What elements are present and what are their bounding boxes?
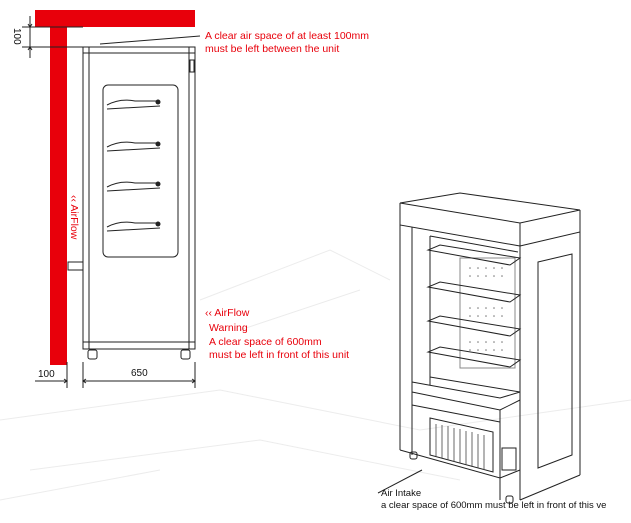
air-intake-label: Air Intake [381, 488, 422, 499]
top-note-leader [99, 35, 201, 45]
top-clearance-note-line1: A clear air space of at least 100mm [205, 30, 369, 42]
top-dimension-lines [22, 16, 83, 58]
side-airflow-label: ‹‹ AirFlow [68, 195, 80, 240]
front-clearance-note: a clear space of 600mm must be left in f… [381, 500, 607, 511]
unit-depth-dimension: 650 [131, 368, 148, 379]
warning-title: Warning [209, 322, 248, 334]
front-airflow-label: ‹‹ AirFlow [205, 307, 250, 319]
warning-line1: A clear space of 600mm [209, 336, 322, 348]
top-clearance-dimension: 100 [11, 28, 22, 45]
background-sketch [0, 249, 631, 501]
grille-slats [435, 424, 485, 470]
rear-clearance-dimension: 100 [38, 369, 55, 380]
shelf-brackets [155, 99, 161, 227]
perforation-dots [469, 267, 503, 351]
cabinet-perspective-view [399, 192, 581, 504]
cabinet-side-view [67, 46, 196, 360]
warning-line2: must be left in front of this unit [209, 349, 350, 361]
top-clearance-note-line2: must be left between the unit [205, 43, 340, 55]
air-intake-leader [377, 469, 423, 494]
bottom-dimension-lines [35, 362, 196, 388]
clearance-wall [35, 10, 195, 365]
